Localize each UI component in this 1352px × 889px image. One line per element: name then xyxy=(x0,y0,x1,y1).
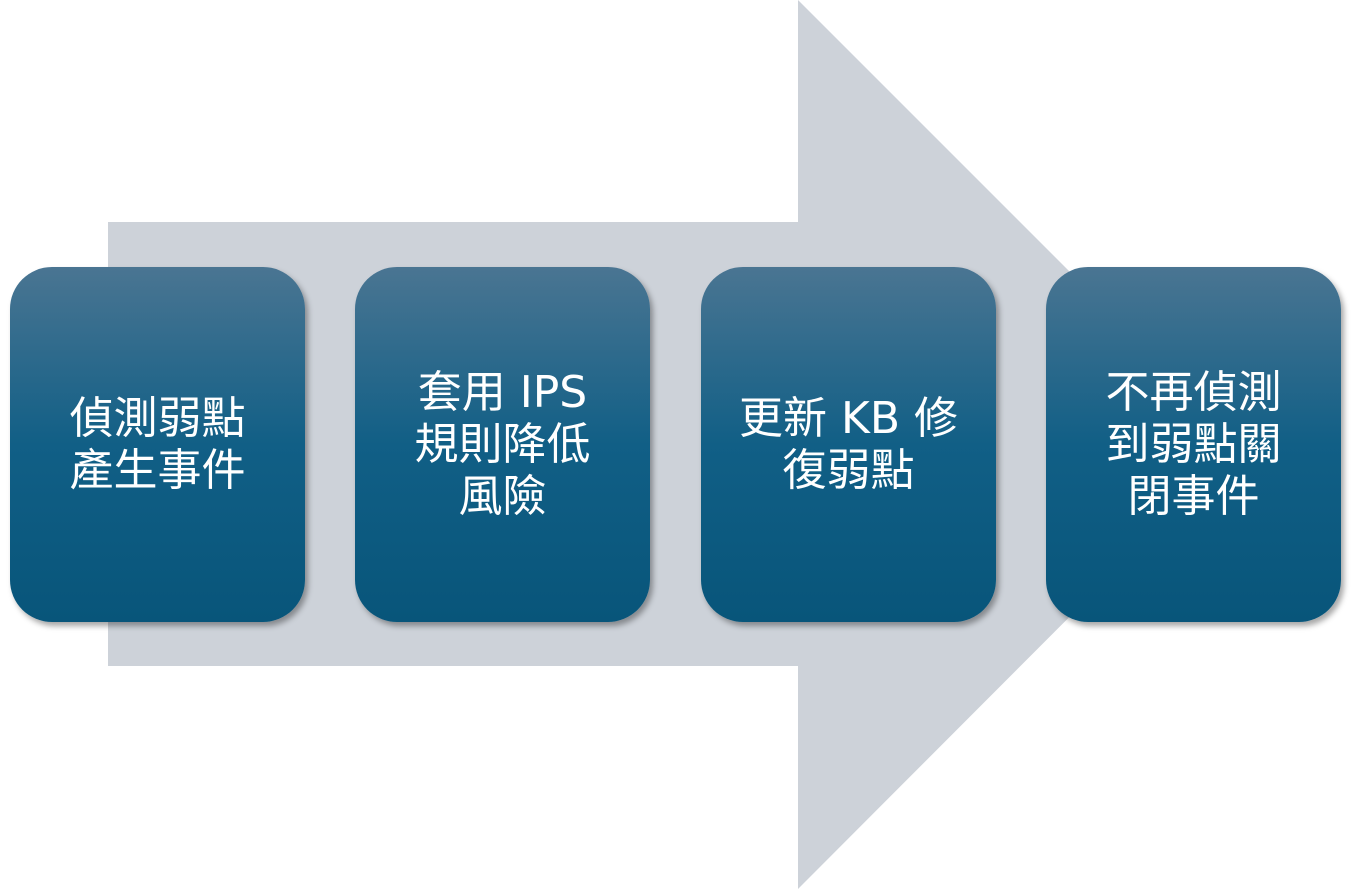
step-text-line: 不再偵測 xyxy=(1105,366,1282,418)
step-text-line: 風險 xyxy=(458,470,547,522)
step-text-line: 產生事件 xyxy=(69,444,246,496)
step-4-close-event: 不再偵測 到弱點關 閉事件 xyxy=(1046,267,1341,622)
step-text-line: 復弱點 xyxy=(782,444,915,496)
step-text-line: 偵測弱點 xyxy=(69,392,246,444)
step-text-line: 套用 IPS xyxy=(417,366,588,418)
step-text-line: 閉事件 xyxy=(1127,470,1260,522)
step-2-apply-ips-rules: 套用 IPS 規則降低 風險 xyxy=(355,267,650,622)
step-text-line: 規則降低 xyxy=(414,418,591,470)
arrow-shape xyxy=(108,0,1242,889)
step-text-line: 更新 KB 修 xyxy=(738,392,958,444)
step-1-detect-vulnerability: 偵測弱點 產生事件 xyxy=(10,267,305,622)
step-3-update-kb: 更新 KB 修 復弱點 xyxy=(701,267,996,622)
step-text-line: 到弱點關 xyxy=(1105,418,1282,470)
